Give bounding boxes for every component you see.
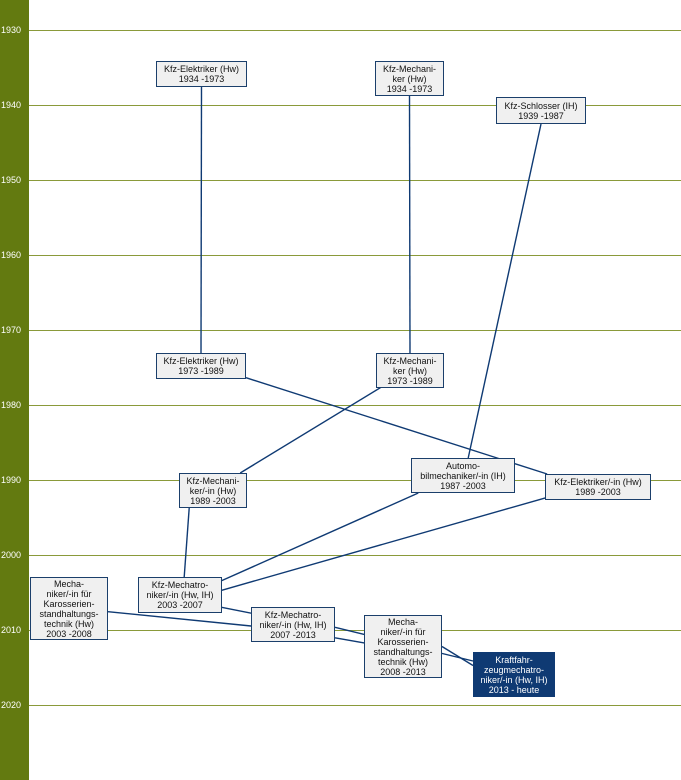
- node-text-line: ker/-in (Hw): [189, 485, 237, 496]
- node-text-line: niker/-in (Hw, IH): [146, 590, 214, 600]
- occupation-node-n11[interactable]: Kfz-Mechatro-niker/-in (Hw, IH)2007 -201…: [251, 607, 335, 642]
- edge-n12-n13: [441, 645, 474, 667]
- node-text-line: niker/-in (Hw, IH): [259, 619, 327, 630]
- gridline-1930: [29, 30, 681, 31]
- year-label-2020: 2020: [1, 700, 22, 710]
- edge-n8-n10: [217, 496, 548, 593]
- edge-n10-n11: [217, 605, 256, 615]
- occupation-node-n8[interactable]: Kfz-Elektriker/-in (Hw)1989 -2003: [545, 474, 651, 500]
- gridline-1940: [29, 105, 681, 106]
- year-label-1930: 1930: [1, 25, 22, 35]
- node-text-line: 1973 -1989: [178, 366, 224, 376]
- node-text-line: Kfz-Mechatro-: [264, 609, 322, 620]
- occupation-node-n4[interactable]: Kfz-Elektriker (Hw)1973 -1989: [156, 353, 246, 379]
- edge-n3-n7: [467, 123, 542, 459]
- year-label-2000: 2000: [1, 550, 22, 560]
- node-text-line: 2013 - heute: [488, 684, 540, 695]
- node-text-line: Kraftfahr-: [495, 654, 533, 665]
- year-label-1940: 1940: [1, 100, 22, 110]
- occupation-node-n6[interactable]: Kfz-Mechani-ker/-in (Hw)1989 -2003: [179, 473, 247, 508]
- node-text-line: 1987 -2003: [440, 480, 486, 491]
- node-text-line: niker/-in (Hw, IH): [480, 674, 548, 685]
- node-text-line: Kfz-Mechani-: [186, 475, 240, 486]
- edge-n2-n5: [408, 95, 411, 354]
- year-label-2010: 2010: [1, 625, 22, 635]
- occupation-node-n2[interactable]: Kfz-Mechani-ker (Hw)1934 -1973: [375, 61, 444, 96]
- occupation-node-n10[interactable]: Kfz-Mechatro-niker/-in (Hw, IH)2003 -200…: [138, 577, 222, 613]
- gridline-1960: [29, 255, 681, 256]
- node-text-line: 2008 -2013: [380, 666, 426, 677]
- node-text-line: Karosserien-: [377, 636, 429, 647]
- node-text-line: 1989 -2003: [190, 495, 236, 506]
- node-text-line: Kfz-Mechani-: [383, 355, 437, 366]
- node-text-line: ker (Hw): [393, 365, 427, 376]
- node-text-line: technik (Hw): [377, 656, 428, 667]
- node-text-line: 1989 -2003: [575, 487, 621, 497]
- year-axis-sidebar: [0, 0, 29, 780]
- node-text-line: standhaltungs-: [39, 608, 99, 619]
- node-text-line: Kfz-Elektriker (Hw): [163, 356, 239, 366]
- edge-n1-n4: [200, 86, 203, 354]
- node-text-line: Kfz-Elektriker/-in (Hw): [554, 477, 642, 487]
- occupation-node-n7[interactable]: Automo-bilmechaniker/-in (IH)1987 -2003: [411, 458, 515, 493]
- node-text-line: niker/-in für: [380, 626, 426, 637]
- occupation-node-n1[interactable]: Kfz-Elektriker (Hw)1934 -1973: [156, 61, 247, 87]
- gridline-1970: [29, 330, 681, 331]
- node-text-line: Kfz-Mechatro-: [151, 580, 209, 590]
- node-text-line: Kfz-Mechani-: [382, 63, 436, 74]
- edge-n9-n11: [107, 610, 254, 627]
- node-text-line: technik (Hw): [43, 618, 94, 629]
- node-text-line: 1934 -1973: [386, 83, 433, 94]
- year-label-1980: 1980: [1, 400, 22, 410]
- node-text-line: Karosserien-: [43, 598, 95, 609]
- node-text-line: 2003 -2008: [46, 628, 92, 639]
- edge-n5-n6: [239, 385, 384, 474]
- gridline-2020: [29, 705, 681, 706]
- node-text-line: 1939 -1987: [518, 110, 564, 121]
- gridline-1980: [29, 405, 681, 406]
- node-text-line: niker/-in für: [46, 588, 92, 599]
- edge-n11-n12: [334, 637, 367, 645]
- node-text-line: 2007 -2013: [270, 629, 316, 640]
- node-text-line: Automo-: [445, 460, 480, 471]
- gridline-1990: [29, 480, 681, 481]
- node-text-line: zeugmechatro-: [483, 664, 545, 675]
- edge-n4-n8: [245, 377, 548, 475]
- year-label-1950: 1950: [1, 175, 22, 185]
- node-text-line: standhaltungs-: [373, 646, 433, 657]
- year-label-1990: 1990: [1, 475, 22, 485]
- node-text-line: Kfz-Elektriker (Hw): [163, 64, 239, 74]
- occupation-node-n5[interactable]: Kfz-Mechani-ker (Hw)1973 -1989: [376, 353, 444, 388]
- node-text-line: Mecha-: [387, 616, 418, 627]
- year-label-1960: 1960: [1, 250, 22, 260]
- occupation-node-n3[interactable]: Kfz-Schlosser (IH)1939 -1987: [496, 97, 586, 124]
- node-text-line: 2003 -2007: [157, 600, 203, 610]
- gridline-2010: [29, 630, 681, 631]
- gridline-2000: [29, 555, 681, 556]
- year-label-1970: 1970: [1, 325, 22, 335]
- node-text-line: 1973 -1989: [387, 375, 433, 386]
- occupation-node-n13[interactable]: Kraftfahr-zeugmechatro-niker/-in (Hw, IH…: [473, 652, 555, 697]
- node-text-line: 1934 -1973: [178, 74, 225, 84]
- node-text-line: ker (Hw): [392, 73, 427, 84]
- node-text-line: bilmechaniker/-in (IH): [420, 470, 506, 481]
- gridline-1950: [29, 180, 681, 181]
- edge-n7-n10: [217, 492, 419, 584]
- edge-n6-n10: [183, 507, 190, 578]
- node-text-line: Kfz-Schlosser (IH): [504, 100, 578, 111]
- node-text-line: Mecha-: [53, 578, 84, 589]
